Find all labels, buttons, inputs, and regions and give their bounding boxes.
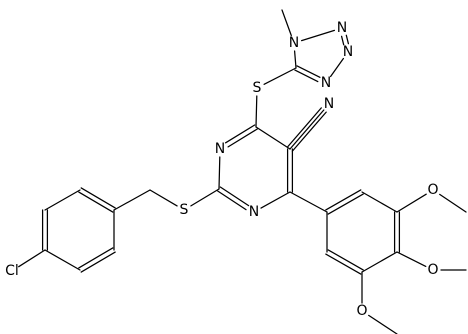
bond-line-9 [255,95,258,128]
bond-line-0 [300,29,336,42]
bond-line-4 [296,65,321,78]
bond-line-18 [255,126,291,150]
atom-label-n-cn: N [324,96,334,112]
bond-line-32 [78,247,114,269]
bond-line-41 [361,251,398,273]
atom-label-n-p1: N [215,141,225,157]
bond-line-36 [327,193,364,215]
atom-label-o-3: O [356,303,367,319]
atom-label-s-2: S [180,202,189,218]
bond-line-23 [149,189,178,207]
bond-line-46 [439,193,467,213]
atom-labels: N N N N S N N N S Cl O O O [5,20,438,319]
atom-label-n-p2: N [249,204,259,220]
bond-line-22 [190,188,220,207]
bond-line-15 [260,191,291,209]
bond-line-7 [281,9,292,37]
bond-line-42 [327,249,364,271]
bond-line-3 [329,57,345,78]
atom-label-n-t4: N [321,75,331,91]
bond-line-24 [113,189,151,211]
bond-line-6 [293,50,297,69]
bond-line-27 [44,189,81,211]
atom-label-s-1: S [253,80,262,96]
atom-label-n-t3: N [343,44,353,60]
bond-line-26 [78,191,114,213]
bond-line-11 [227,128,258,148]
bond-line-34 [18,249,46,268]
bond-line-8 [263,67,297,85]
bond-line-35 [289,191,328,213]
bond-line-14 [219,186,250,207]
bond-line-43 [325,253,362,275]
bond-line-37 [325,189,362,211]
bond-line-25 [80,187,116,209]
atom-label-cl: Cl [5,263,19,279]
atom-label-o-2: O [427,262,438,278]
bond-line-10 [224,124,256,144]
bond-line-45 [396,193,427,213]
bond-lines [18,9,467,334]
atom-label-n-t2: N [337,20,347,36]
bond-line-30 [44,249,81,271]
bond-line-5 [294,69,319,83]
bond-line-21 [286,107,322,148]
bond-line-12 [218,156,221,190]
bond-line-31 [80,251,116,273]
atom-label-n-t1: N [289,35,299,51]
atom-label-o-1: O [427,182,438,198]
bond-line-47 [396,251,427,268]
bond-line-1 [340,35,345,46]
bond-line-19 [289,109,325,150]
bond-line-2 [345,34,350,45]
bond-line-38 [361,191,398,213]
bond-line-50 [368,314,398,334]
bond-line-20 [291,111,327,152]
bond-line-13 [217,190,247,211]
